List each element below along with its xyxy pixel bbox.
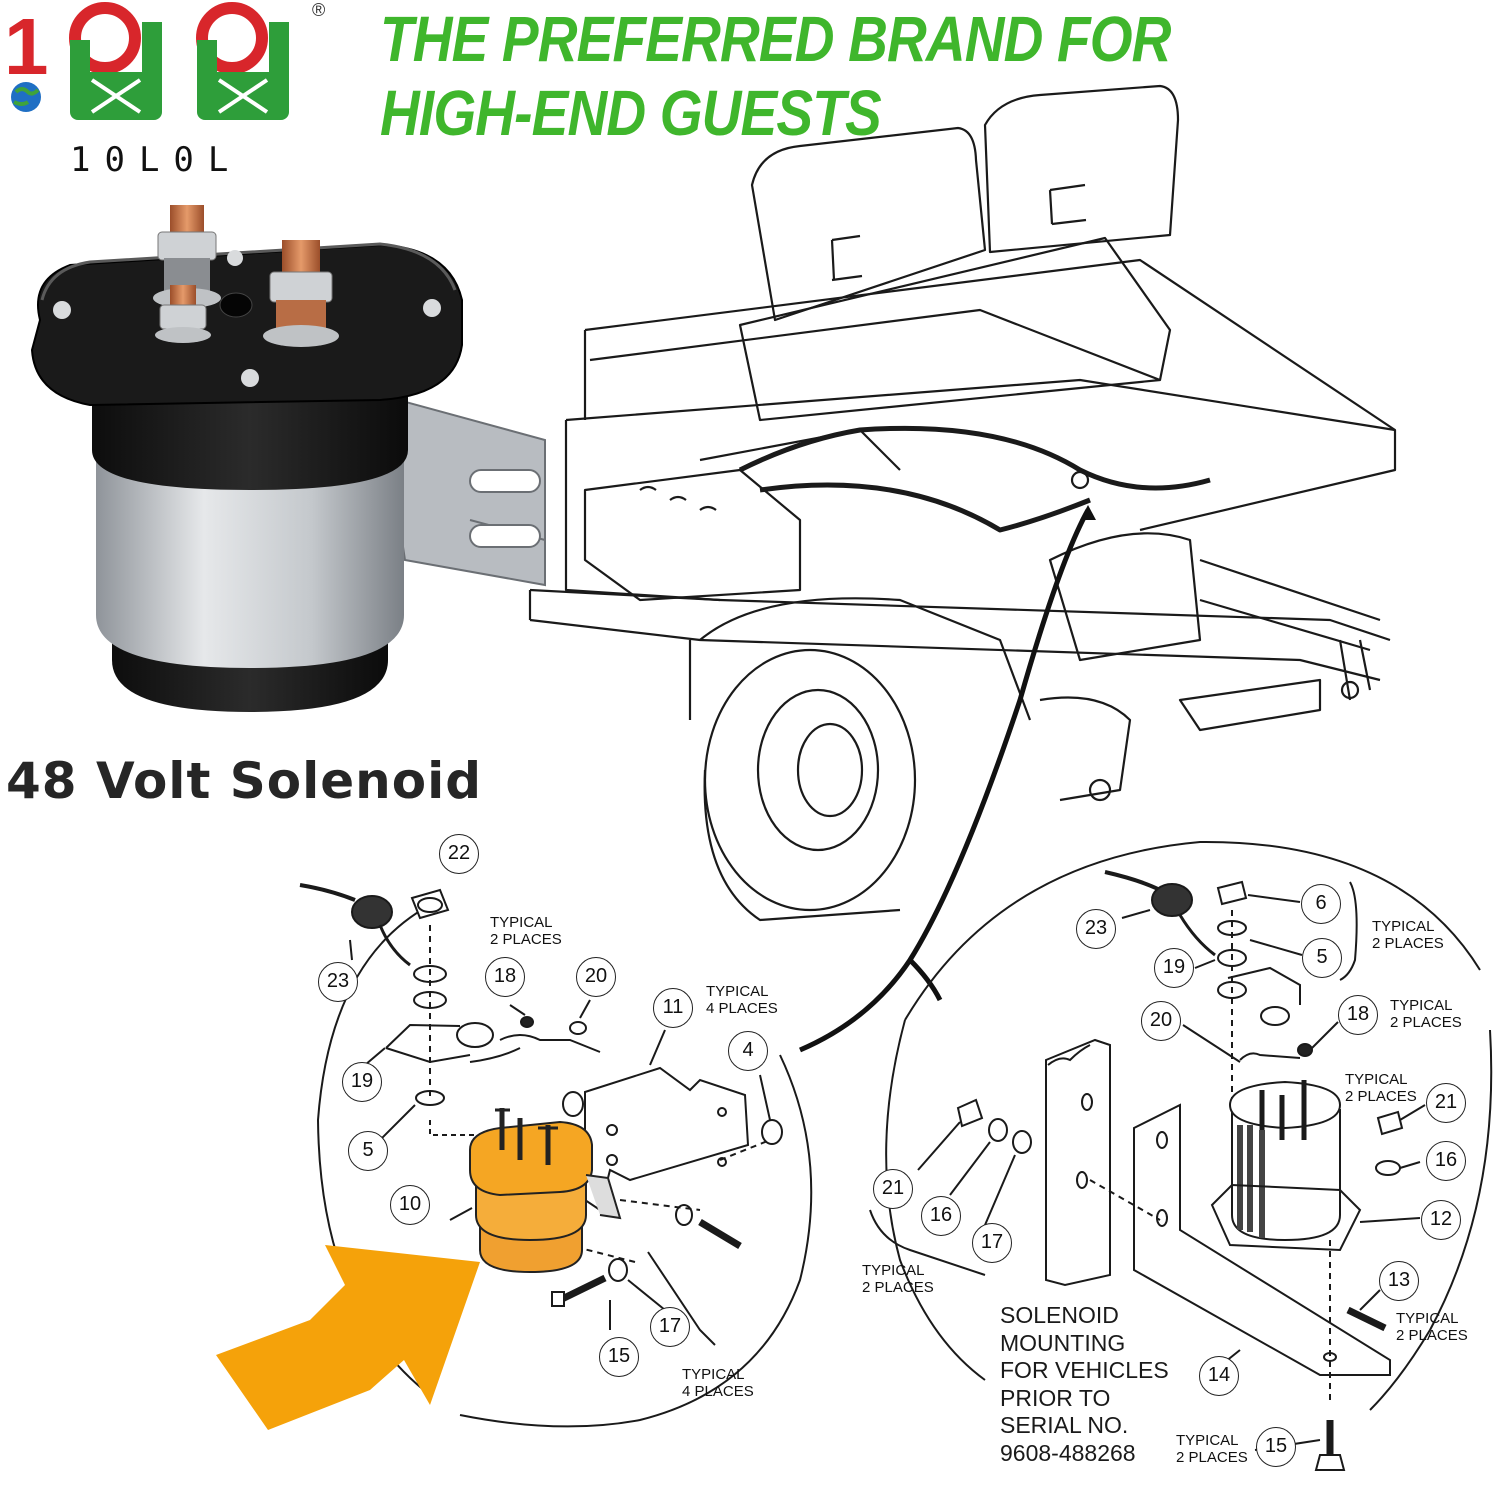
logo-digit-one: 1 — [4, 2, 49, 91]
typical-note-line: 2 PLACES — [862, 1279, 934, 1296]
typical-note: TYPICAL 2 PLACES — [1396, 1310, 1468, 1344]
logo-mark-right — [196, 2, 289, 120]
typical-note-line: TYPICAL — [862, 1262, 925, 1279]
detail-circle-arc — [904, 840, 1481, 1021]
typical-note: TYPICAL 2 PLACES — [1372, 918, 1444, 952]
mounting-note-line: SOLENOID — [1000, 1302, 1119, 1328]
typical-note: TYPICAL 2 PLACES — [490, 914, 562, 948]
typical-note: TYPICAL 2 PLACES — [1176, 1432, 1248, 1466]
typical-note-line: 2 PLACES — [1390, 1014, 1462, 1031]
terminal-right — [263, 240, 339, 347]
callout-11: 11 — [653, 988, 693, 1028]
typical-note-line: 2 PLACES — [1176, 1449, 1248, 1466]
callout-22: 22 — [439, 834, 479, 874]
mounting-note-line: MOUNTING — [1000, 1329, 1126, 1356]
callout-5: 5 — [348, 1131, 388, 1171]
typical-note-line: TYPICAL — [706, 983, 769, 1000]
typical-note-line: 2 PLACES — [1396, 1327, 1468, 1344]
callout-20: 20 — [1141, 1001, 1181, 1041]
logo-mark-left — [69, 2, 162, 120]
typical-note-line: TYPICAL — [1390, 997, 1453, 1014]
brand-wordmark: 10L0L — [70, 140, 243, 180]
highlighted-solenoid — [469, 1108, 622, 1274]
callout-4: 4 — [728, 1031, 768, 1071]
terminal-small — [155, 285, 211, 343]
callout-21: 21 — [873, 1169, 913, 1209]
typical-note: TYPICAL 2 PLACES — [862, 1262, 934, 1296]
typical-note-line: TYPICAL — [1176, 1432, 1239, 1449]
mounting-note-line: FOR VEHICLES — [1000, 1357, 1169, 1383]
typical-note-line: TYPICAL — [1396, 1310, 1459, 1327]
mounting-note: SOLENOID MOUNTING FOR VEHICLES PRIOR TO … — [1000, 1302, 1169, 1467]
typical-note: TYPICAL 2 PLACES — [1390, 997, 1462, 1031]
typical-note-line: 2 PLACES — [1372, 935, 1444, 952]
callout-20: 20 — [576, 957, 616, 997]
callout-19: 19 — [342, 1062, 382, 1102]
callout-15: 15 — [1256, 1427, 1296, 1467]
callout-16: 16 — [1426, 1141, 1466, 1181]
typical-note-line: 2 PLACES — [1345, 1088, 1417, 1105]
callout-16: 16 — [921, 1196, 961, 1236]
brand-logo: 1 — [4, 2, 289, 120]
callout-10: 10 — [390, 1185, 430, 1225]
callout-18: 18 — [1338, 995, 1378, 1035]
typical-note-line: 4 PLACES — [682, 1383, 754, 1400]
typical-note-line: TYPICAL — [490, 914, 553, 931]
mounting-note-line: PRIOR TO — [1000, 1384, 1111, 1411]
callout-15: 15 — [599, 1337, 639, 1377]
typical-note: TYPICAL 2 PLACES — [1345, 1071, 1417, 1105]
typical-note-line: TYPICAL — [1372, 918, 1435, 935]
typical-note-line: TYPICAL — [682, 1366, 745, 1383]
typical-note-line: 2 PLACES — [490, 931, 562, 948]
typical-note: TYPICAL 4 PLACES — [706, 983, 778, 1017]
callout-19: 19 — [1154, 948, 1194, 988]
typical-note-line: 4 PLACES — [706, 1000, 778, 1017]
callout-13: 13 — [1379, 1261, 1419, 1301]
callout-17: 17 — [650, 1307, 690, 1347]
callout-17: 17 — [972, 1223, 1012, 1263]
callout-23: 23 — [318, 962, 358, 1002]
callout-14: 14 — [1199, 1356, 1239, 1396]
mounting-note-line: SERIAL NO. — [1000, 1412, 1129, 1438]
typical-note: TYPICAL 4 PLACES — [682, 1366, 754, 1400]
callout-21: 21 — [1426, 1083, 1466, 1123]
headline: THE PREFERRED BRAND FOR HIGH-END GUESTS — [380, 3, 1171, 149]
typical-note-line: TYPICAL — [1345, 1071, 1408, 1088]
callout-6: 6 — [1301, 884, 1341, 924]
callout-12: 12 — [1421, 1200, 1461, 1240]
solenoid-photo — [30, 205, 546, 712]
callout-18: 18 — [485, 957, 525, 997]
mounting-note-line: 9608-488268 — [1000, 1439, 1136, 1466]
highlight-arrow — [216, 1245, 480, 1430]
callout-5: 5 — [1302, 938, 1342, 978]
callout-23: 23 — [1076, 909, 1116, 949]
registered-mark: ® — [312, 0, 326, 20]
product-label: 48 Volt Solenoid — [6, 752, 483, 810]
